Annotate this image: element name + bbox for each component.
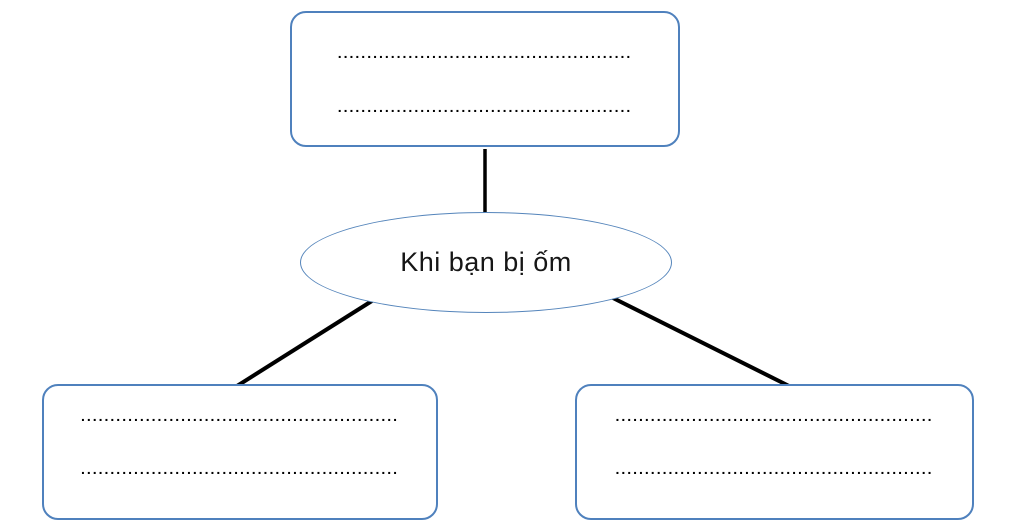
connector-bottom-right xyxy=(610,295,790,388)
center-topic-label: Khi bạn bị ốm xyxy=(400,247,572,277)
connector-bottom-left xyxy=(235,297,377,388)
bottom-right-answer-box: ........................................… xyxy=(575,384,974,520)
bottom-left-answer-box: ........................................… xyxy=(42,384,438,520)
dotted-answer-line: ........................................… xyxy=(615,408,934,424)
center-topic-ellipse: Khi bạn bị ốm xyxy=(300,212,672,313)
dotted-answer-line: ........................................… xyxy=(337,99,633,115)
dotted-answer-line: ........................................… xyxy=(337,45,633,61)
dotted-answer-line: ........................................… xyxy=(80,408,400,424)
dotted-answer-line: ........................................… xyxy=(80,461,400,477)
dotted-answer-line: ........................................… xyxy=(615,461,934,477)
top-answer-box: ........................................… xyxy=(290,11,680,147)
